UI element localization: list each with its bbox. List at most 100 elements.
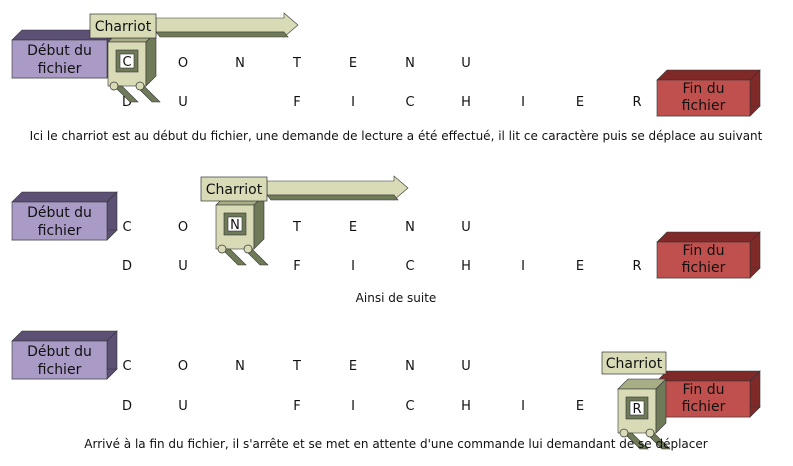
carriage-leg [221,248,247,266]
content-char: N [235,359,245,374]
content-char: N [405,56,415,71]
start-label-line2: fichier [38,61,82,77]
carriage-leg [623,432,649,450]
caption: Ici le charriot est au début du fichier,… [30,129,763,143]
carriage-label: Charriot [606,356,663,372]
start-of-file-block-front [11,340,108,380]
content-char: D [122,259,132,274]
wheel-icon [243,244,253,254]
carriage-side [145,31,157,87]
caption: Ainsi de suite [356,291,437,305]
end-label-line2: fichier [682,260,726,276]
content-char: U [178,95,188,110]
carriage-label-box [200,176,268,202]
content-char: O [178,56,188,71]
carriage-label: Charriot [95,19,152,35]
carriage: R Charriot [601,351,671,450]
content-char: N [405,359,415,374]
end-of-file-block-top [656,69,761,81]
content-char: E [576,399,584,414]
content-char: E [349,359,357,374]
wheel-icon [135,81,145,91]
head-letter: C [122,55,131,70]
end-of-file-block [656,370,761,418]
content-char: T [292,220,301,235]
end-of-file-block-front [656,241,751,279]
carriage: N Charriot [200,175,409,266]
content-char: O [178,220,188,235]
end-label-line1: Fin du [682,243,724,259]
end-of-file-block [656,231,761,279]
content-char: F [293,399,300,414]
start-label-line1: Début du [27,344,92,360]
start-label-line2: fichier [38,223,82,239]
content-char: F [293,95,300,110]
content-char: I [351,259,355,274]
content-char: U [461,359,471,374]
head-letter: N [230,218,240,233]
content-char: C [405,399,414,414]
content-char: I [521,399,525,414]
content-char: C [405,259,414,274]
content-char: I [351,399,355,414]
end-label-line2: fichier [682,399,726,415]
direction-arrow-shadow [155,31,289,38]
carriage: C Charriot [89,12,299,103]
content-char: E [349,56,357,71]
content-char: T [292,56,301,71]
content-char: T [292,359,301,374]
content-char: I [351,95,355,110]
content-char: C [122,359,131,374]
content-char: H [461,259,471,274]
content-char: U [461,56,471,71]
start-label-line1: Début du [27,43,92,59]
start-of-file-block [11,191,118,241]
wheel-icon [645,428,655,438]
read-cell [629,400,645,416]
content-char: U [461,220,471,235]
wheel-icon [217,244,227,254]
end-of-file-block-top [656,370,761,382]
content-char: U [178,399,188,414]
content-char: U [178,259,188,274]
end-label-line2: fichier [682,98,726,114]
end-of-file-block-front [656,380,751,418]
direction-arrow-shadow [266,194,399,201]
start-label-line1: Début du [27,205,92,221]
content-char: E [576,95,584,110]
content-char: I [521,95,525,110]
content-char: H [461,399,471,414]
read-cell [227,216,243,232]
carriage-side [253,194,265,250]
start-of-file-block [11,29,118,79]
read-cell [119,53,135,69]
start-of-file-block-front [11,39,108,79]
wheel-icon [619,428,629,438]
caption: Arrivé à la fin du fichier, il s'arrête … [84,437,707,451]
start-label-line2: fichier [38,362,82,378]
content-char: C [122,220,131,235]
head-letter: R [632,402,641,417]
end-of-file-block-front [656,79,751,117]
carriage-label: Charriot [206,182,263,198]
end-of-file-block [656,69,761,117]
start-of-file-block [11,330,118,380]
content-char: I [521,259,525,274]
content-char: D [122,399,132,414]
content-char: F [293,259,300,274]
start-of-file-block-front [11,201,108,241]
content-char: O [178,359,188,374]
end-label-line1: Fin du [682,382,724,398]
content-char: E [576,259,584,274]
content-char: D [122,95,132,110]
wheel-icon [109,81,119,91]
start-of-file-block-top [11,191,118,203]
start-of-file-block-top [11,330,118,342]
carriage-label-box [89,13,157,39]
end-of-file-block-top [656,231,761,243]
carriage-leg [113,85,139,103]
